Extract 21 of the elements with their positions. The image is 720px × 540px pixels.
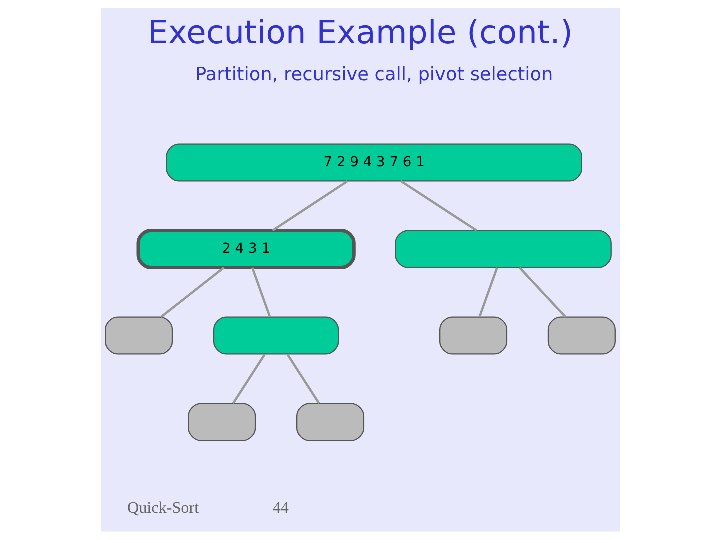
connector xyxy=(232,354,266,404)
label: 44 xyxy=(272,500,288,518)
diagram-title: Execution Example (cont.) xyxy=(147,13,573,52)
node-box xyxy=(104,316,173,355)
node-box: 7 2 9 4 3 7 6 1 xyxy=(166,144,582,182)
connector xyxy=(160,266,224,318)
connector xyxy=(518,267,566,318)
label: Quick-Sort xyxy=(126,500,199,518)
connector xyxy=(286,354,320,404)
node-box xyxy=(547,316,616,355)
connector xyxy=(272,180,348,232)
node-box: 2 4 3 1 xyxy=(136,229,356,270)
node-box xyxy=(212,316,339,355)
label: Partition, recursive call, pivot selection xyxy=(194,64,553,86)
node-box xyxy=(188,403,256,442)
connector xyxy=(478,267,498,318)
node-box xyxy=(296,403,364,442)
node-box xyxy=(394,230,612,268)
connector xyxy=(250,267,271,318)
connector xyxy=(400,180,477,232)
node-box xyxy=(439,316,508,355)
